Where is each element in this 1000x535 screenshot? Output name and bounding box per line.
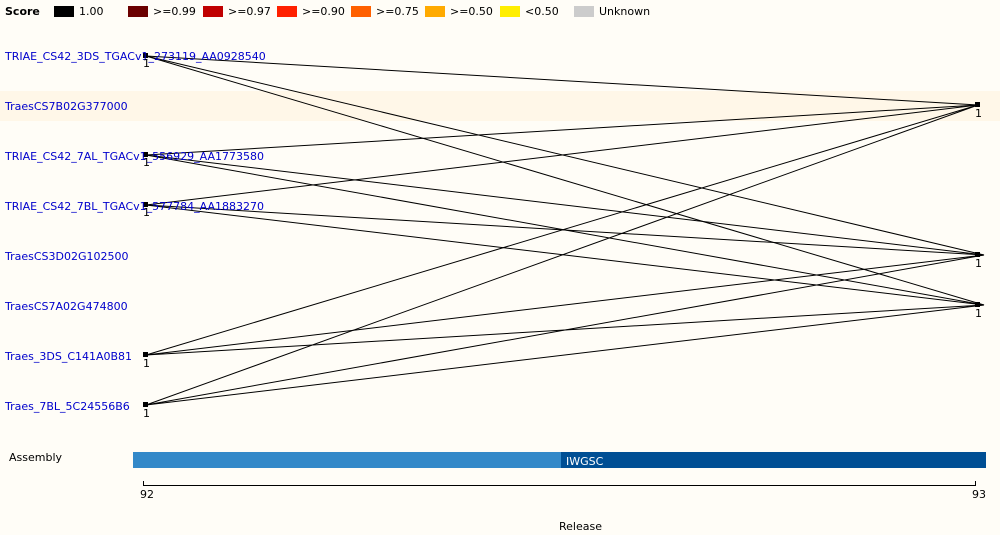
legend-item-7: <0.50 [500, 4, 559, 18]
score-legend: Score 1.00 >=0.99 >=0.97 >=0.90 >=0.75 >… [0, 0, 1000, 22]
node-marker [143, 53, 148, 58]
legend-swatch [500, 5, 520, 17]
assembly-segment-label: IWGSC [566, 455, 604, 468]
legend-item-3: >=0.97 [203, 4, 271, 18]
gene-link-4[interactable]: TRIAE_CS42_7BL_TGACv1_577784_AA1883270 [5, 200, 265, 213]
assembly-segment: IWGSC [561, 452, 986, 468]
gene-link-5[interactable]: TraesCS3D02G102500 [5, 250, 129, 263]
node-marker [975, 302, 980, 307]
link-line [145, 104, 979, 156]
gene-link-6[interactable]: TraesCS7A02G474800 [5, 300, 128, 313]
assembly-label: Assembly [9, 451, 63, 464]
release-count: 1 [975, 257, 982, 270]
release-count: 1 [143, 206, 150, 219]
axis-tick-label: 92 [140, 488, 154, 501]
link-line [145, 104, 979, 406]
release-count: 1 [143, 407, 150, 420]
link-line [145, 154, 985, 256]
link-line [145, 204, 985, 256]
gene-link-1[interactable]: TRIAE_CS42_3DS_TGACv1_273119_AA0928540 [5, 50, 266, 63]
link-line [145, 254, 985, 406]
gene-link-7[interactable]: Traes_3DS_C141A0B81 [5, 350, 133, 363]
legend-item-4: >=0.90 [277, 4, 345, 18]
node-marker [975, 102, 980, 107]
legend-title: Score [5, 5, 40, 18]
release-count: 1 [143, 57, 150, 70]
assembly-segment [133, 452, 561, 468]
link-line [145, 204, 985, 306]
legend-label: >=0.75 [376, 4, 419, 18]
release-count: 1 [143, 156, 150, 169]
link-line [145, 304, 985, 406]
legend-item-6: >=0.50 [425, 4, 493, 18]
legend-item-2: >=0.99 [128, 4, 196, 18]
axis-tick-label: 93 [972, 488, 986, 501]
release-count: 1 [143, 357, 150, 370]
gene-link-8[interactable]: Traes_7BL_5C24556B6 [5, 400, 130, 413]
node-marker [143, 402, 148, 407]
legend-item-1: 1.00 [54, 4, 104, 18]
release-count: 1 [975, 107, 982, 120]
legend-swatch [351, 5, 371, 17]
legend-label: >=0.97 [228, 4, 271, 18]
node-marker [143, 152, 148, 157]
node-marker [143, 202, 148, 207]
link-line [145, 254, 985, 356]
legend-swatch [425, 5, 445, 17]
legend-item-5: >=0.75 [351, 4, 419, 18]
legend-swatch [574, 5, 594, 17]
release-count: 1 [975, 307, 982, 320]
legend-label: >=0.90 [302, 4, 345, 18]
link-line [145, 55, 979, 106]
gene-link-2[interactable]: TraesCS7B02G377000 [5, 100, 128, 113]
axis-title: Release [559, 520, 602, 533]
legend-label: <0.50 [525, 4, 559, 18]
legend-item-8: Unknown [574, 4, 651, 18]
legend-swatch [128, 5, 148, 17]
link-line [145, 55, 985, 306]
legend-label: Unknown [599, 4, 651, 18]
link-line [145, 104, 979, 206]
node-marker [143, 352, 148, 357]
link-line [145, 104, 979, 356]
legend-label: >=0.99 [153, 4, 196, 18]
legend-swatch [203, 5, 223, 17]
legend-swatch [54, 5, 74, 17]
legend-label: >=0.50 [450, 4, 493, 18]
node-marker [975, 252, 980, 257]
link-line [145, 55, 985, 256]
legend-label: 1.00 [79, 4, 104, 18]
legend-swatch [277, 5, 297, 17]
gene-link-3[interactable]: TRIAE_CS42_7AL_TGACv1_556929_AA1773580 [5, 150, 264, 163]
